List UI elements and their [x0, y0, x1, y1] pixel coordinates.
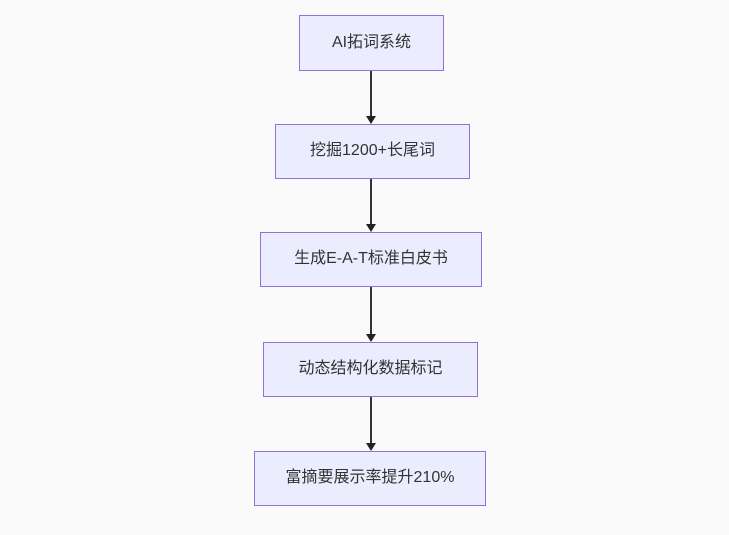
flowchart-node-rich-snippet-rate-increase: 富摘要展示率提升210%	[254, 451, 486, 506]
flowchart-node-dynamic-structured-data-markup: 动态结构化数据标记	[263, 342, 478, 397]
edge-line	[370, 71, 372, 117]
flowchart-node-generate-eat-whitepaper: 生成E-A-T标准白皮书	[260, 232, 482, 287]
arrowhead-down-icon	[366, 224, 376, 232]
edge-line	[370, 287, 372, 334]
flowchart-node-ai-word-expansion-system: AI拓词系统	[299, 15, 444, 71]
node-label: 挖掘1200+长尾词	[310, 142, 435, 160]
edge-line	[370, 179, 372, 224]
node-label: AI拓词系统	[331, 33, 412, 51]
node-label: 生成E-A-T标准白皮书	[294, 250, 448, 268]
node-label: 动态结构化数据标记	[298, 360, 443, 378]
node-label: 富摘要展示率提升210%	[285, 469, 455, 487]
arrowhead-down-icon	[366, 334, 376, 342]
arrowhead-down-icon	[366, 443, 376, 451]
flowchart-node-mine-longtail-keywords: 挖掘1200+长尾词	[275, 124, 470, 179]
edge-line	[370, 397, 372, 443]
arrowhead-down-icon	[366, 116, 376, 124]
